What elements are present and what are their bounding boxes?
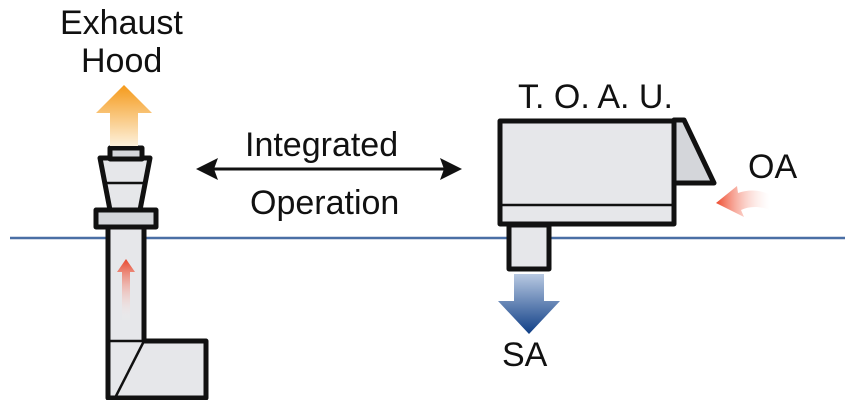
exhaust-hood-label-line1: Exhaust bbox=[60, 4, 183, 42]
toau-intake-hood bbox=[671, 117, 717, 186]
outdoor-air-arrow bbox=[716, 186, 770, 217]
exhaust-up-arrow bbox=[96, 85, 152, 146]
exhaust-hood-assembly bbox=[93, 145, 209, 400]
toau-supply-outlet bbox=[506, 222, 552, 272]
operation-label: Operation bbox=[250, 184, 400, 222]
integrated-label: Integrated bbox=[245, 126, 399, 164]
exhaust-hood-label-line2: Hood bbox=[81, 42, 163, 80]
supply-down-arrow bbox=[498, 274, 560, 334]
toau-unit bbox=[497, 117, 717, 272]
toau-label: T. O. A. U. bbox=[518, 78, 673, 116]
toau-main-body bbox=[497, 118, 677, 227]
hood-collar bbox=[93, 207, 159, 230]
duct-airflow-arrow bbox=[117, 259, 135, 322]
hood-cap bbox=[107, 145, 145, 162]
supply-air-label: SA bbox=[502, 336, 548, 374]
integration-double-arrow bbox=[196, 158, 462, 180]
elbow-diagonal bbox=[113, 340, 146, 399]
outdoor-air-label: OA bbox=[748, 148, 798, 186]
